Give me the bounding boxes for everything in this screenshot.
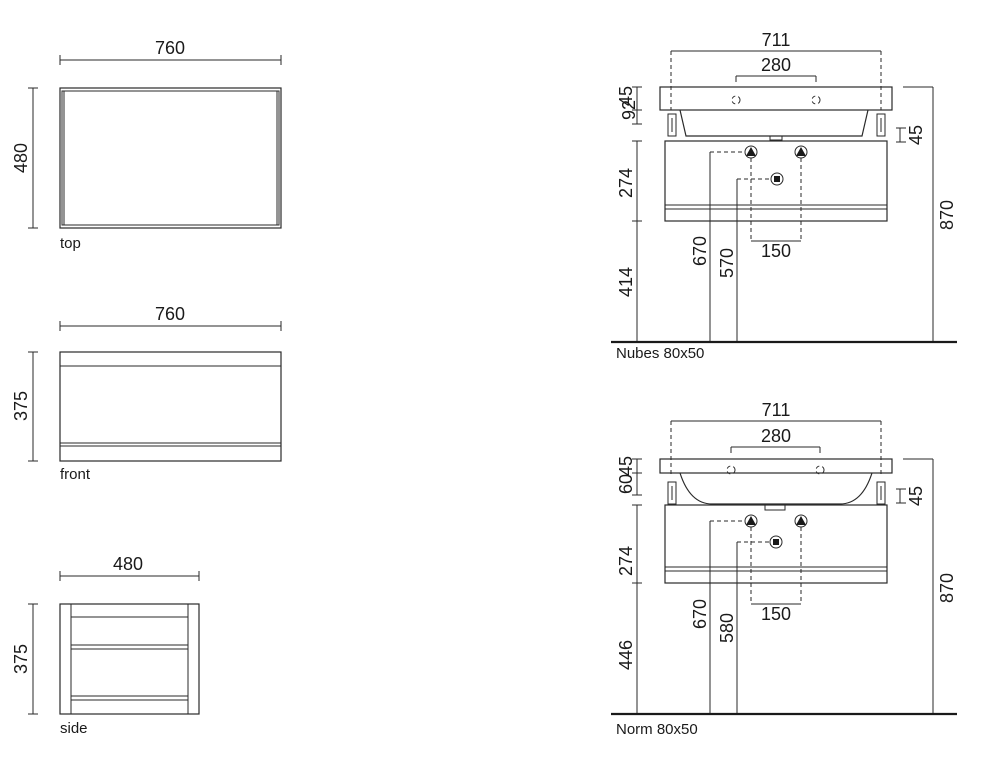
nubes-bracket: 45	[906, 125, 926, 145]
side-height-label: 375	[11, 644, 31, 674]
norm-basin	[659, 458, 893, 474]
nubes-cabinet-height: 274	[616, 168, 636, 198]
nubes-tap-spacing: 280	[761, 55, 791, 75]
front-view: 760 375 front	[11, 304, 282, 483]
norm-tap-spacing: 280	[761, 426, 791, 446]
nubes-rim-thickness: 45	[616, 86, 636, 106]
side-outline	[59, 603, 200, 715]
nubes-waste-icon	[770, 172, 784, 186]
norm-cabinet-height: 274	[616, 546, 636, 576]
front-outline	[59, 351, 282, 462]
front-width-label: 760	[155, 304, 185, 324]
norm-basin-width: 711	[762, 400, 791, 420]
norm-supply-right-icon	[796, 516, 806, 525]
nubes-floor-to-cabinet: 414	[616, 267, 636, 297]
top-width-label: 760	[155, 38, 185, 58]
front-height-label: 375	[11, 391, 31, 421]
top-depth-label: 480	[11, 143, 31, 173]
norm-cabinet	[664, 504, 888, 584]
nubes-supply-spacing: 150	[761, 241, 791, 261]
norm-supply-left-icon	[746, 516, 756, 525]
nubes-waste-height: 570	[717, 248, 737, 278]
norm-total-height: 870	[937, 573, 957, 603]
nubes-cabinet	[664, 140, 888, 222]
nubes-supply-height: 670	[690, 236, 710, 266]
side-caption: side	[60, 720, 88, 737]
norm-waste-icon	[769, 535, 783, 549]
top-view: 760 480 top	[11, 38, 282, 252]
norm-waste-height: 580	[717, 613, 737, 643]
nubes-supply-left-icon	[746, 147, 756, 156]
norm-rim-thickness: 45	[616, 456, 636, 476]
top-caption: top	[60, 235, 81, 252]
norm-floor-to-cabinet: 446	[616, 640, 636, 670]
side-width-label: 480	[113, 554, 143, 574]
side-view: 480 375 side	[11, 554, 200, 737]
nubes-basin	[659, 86, 893, 111]
nubes-supply-right-icon	[796, 147, 806, 156]
front-caption: front	[60, 466, 91, 483]
norm-caption: Norm 80x50	[616, 721, 698, 738]
top-outline	[59, 87, 282, 229]
nubes-elevation: 711 280 45 92 45	[611, 30, 957, 362]
norm-bracket: 45	[906, 486, 926, 506]
nubes-caption: Nubes 80x50	[616, 345, 704, 362]
nubes-total-height: 870	[937, 200, 957, 230]
norm-supply-height: 670	[690, 599, 710, 629]
nubes-basin-width: 711	[762, 30, 791, 50]
norm-elevation: 711 280 45 60 45	[611, 400, 957, 738]
nubes-basin-depth: 92	[619, 100, 639, 120]
norm-supply-spacing: 150	[761, 604, 791, 624]
norm-basin-depth: 60	[616, 474, 636, 494]
